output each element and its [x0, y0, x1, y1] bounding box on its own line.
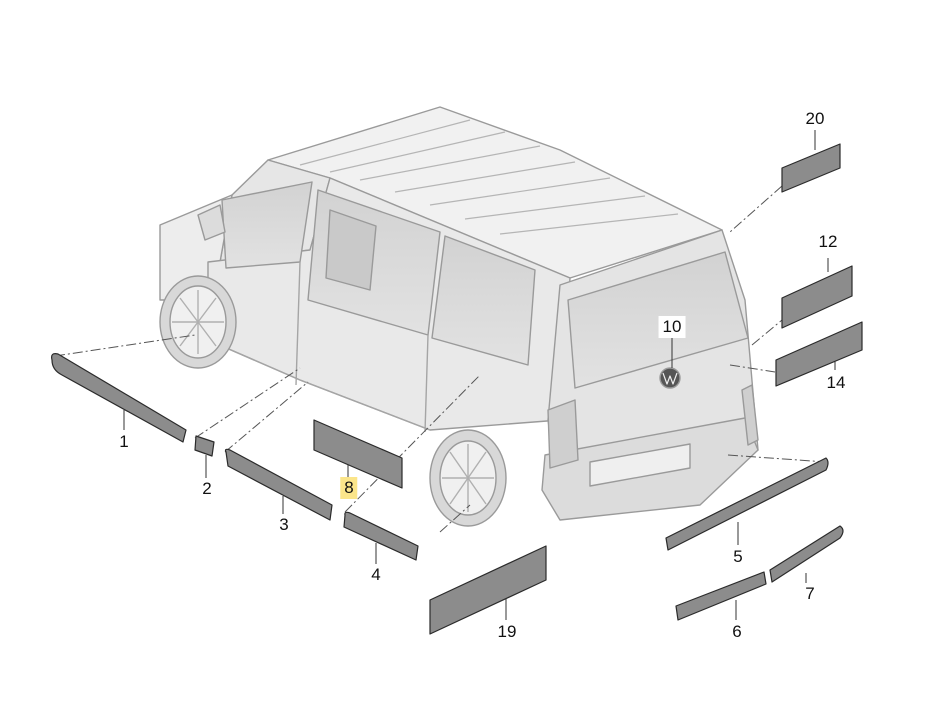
van-rear-plate	[589, 443, 691, 487]
callout-2[interactable]: 2	[198, 478, 216, 500]
callout-19[interactable]: 19	[493, 621, 521, 643]
callout-20[interactable]: 20	[801, 108, 829, 130]
part-12-panel	[781, 265, 853, 329]
leader-lines	[54, 185, 827, 533]
part-6-rear-strip	[675, 571, 767, 621]
part-3-moulding	[224, 448, 333, 521]
part-8-panel	[313, 419, 403, 489]
callout-12[interactable]: 12	[814, 231, 842, 253]
part-1-moulding	[51, 353, 187, 443]
van-mirror	[197, 204, 226, 241]
van-illustration	[159, 106, 759, 527]
part-4-moulding	[343, 511, 419, 561]
van-tail-light-left	[547, 399, 579, 469]
callout-14[interactable]: 14	[822, 372, 850, 394]
roof-ribs	[299, 119, 679, 235]
vw-emblem-icon	[659, 367, 681, 389]
callout-10[interactable]: 10	[658, 316, 686, 338]
callout-1[interactable]: 1	[115, 431, 133, 453]
part-5-rear-strip	[665, 457, 829, 551]
part-20-panel	[781, 143, 841, 193]
part-19-panel	[429, 545, 547, 635]
van-tail-light-right	[741, 384, 759, 446]
part-7-rear-strip	[769, 525, 844, 583]
callout-7[interactable]: 7	[801, 583, 819, 605]
van-rear-side-window	[431, 235, 536, 366]
callout-5[interactable]: 5	[729, 546, 747, 568]
part-14-panel	[775, 321, 863, 387]
callout-4[interactable]: 4	[367, 564, 385, 586]
van-small-window	[325, 209, 377, 291]
callout-6[interactable]: 6	[728, 621, 746, 643]
callout-8[interactable]: 8	[340, 477, 358, 499]
van-rear-window	[567, 251, 749, 389]
van-door-lines	[207, 261, 431, 433]
callout-3[interactable]: 3	[275, 514, 293, 536]
part-2-trim-end	[194, 435, 215, 457]
van-front-wheel	[159, 275, 237, 369]
parts	[51, 143, 863, 635]
van-rear-wheel	[429, 429, 507, 527]
